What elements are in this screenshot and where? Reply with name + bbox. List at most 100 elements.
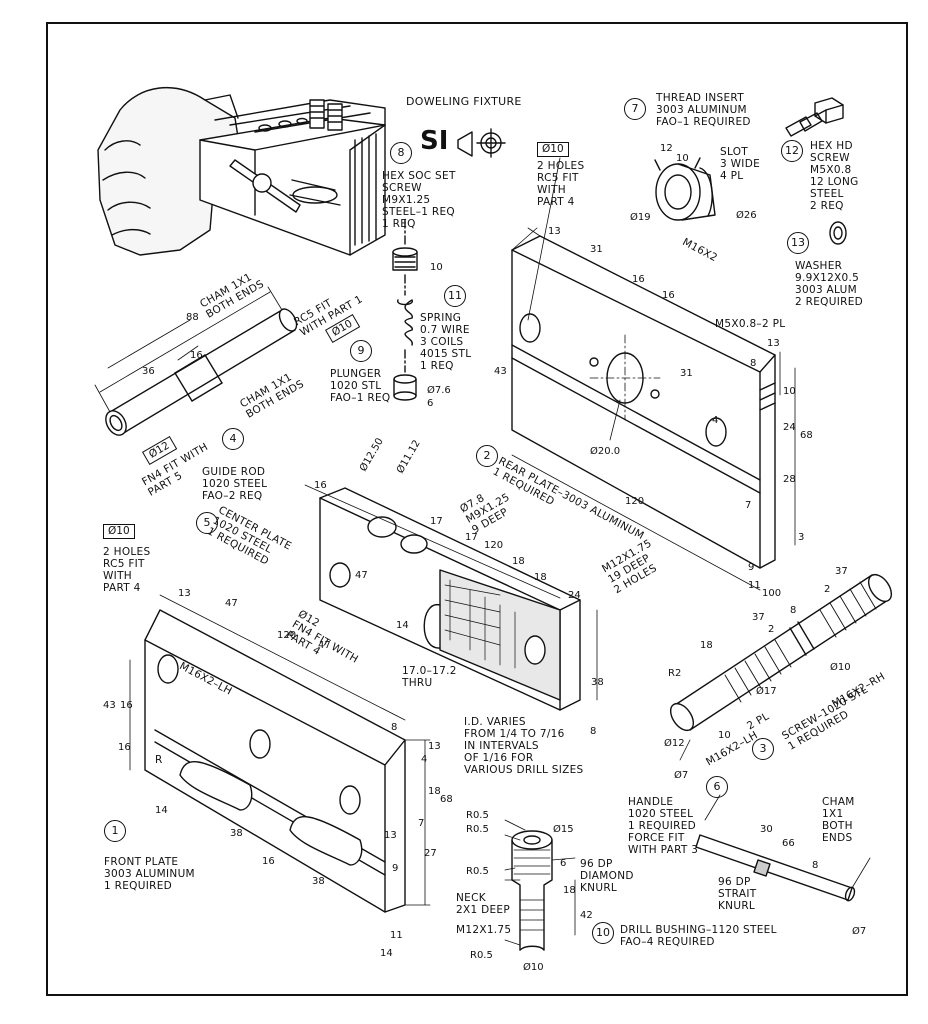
dim-38-center: 38: [591, 677, 604, 688]
dim-36: 36: [142, 366, 155, 377]
drill-bushing: [511, 830, 553, 951]
dim-38a-front: 38: [230, 828, 243, 839]
dim-d7-6: Ø7.6: [427, 385, 451, 396]
m12b-note: M12X1.75: [456, 924, 512, 936]
part-number-2: 2: [476, 445, 498, 467]
dim-47b-front: 47: [318, 640, 331, 651]
dim-31: 31: [590, 244, 603, 255]
dim-13-front: 13: [178, 588, 191, 599]
center-plate: [319, 487, 581, 711]
dim-18-screw: 18: [700, 640, 713, 651]
slot-note: SLOT 3 WIDE 4 PL: [720, 146, 761, 182]
hand-photo-illustration: [97, 87, 386, 256]
dim-13b-front: 13: [428, 741, 441, 752]
dim-r05d: R0.5: [470, 950, 493, 961]
dim-88: 88: [186, 312, 199, 323]
dim-68-front: 68: [440, 794, 453, 805]
dim-120: 120: [625, 496, 645, 507]
dim-47a-front: 47: [225, 598, 238, 609]
dim-8-handle: 8: [812, 860, 819, 871]
part-number-8: 8: [390, 142, 412, 164]
dim-16b-front: 16: [118, 742, 131, 753]
dim-2a: 2: [824, 584, 831, 595]
projection-symbol: [457, 128, 506, 158]
dim-24: 24: [783, 422, 796, 433]
front-plate: [144, 609, 406, 913]
dim-4: 4: [712, 415, 719, 426]
dim-16-rod: 16: [190, 350, 203, 361]
m5-note: M5X0.8–2 PL: [715, 318, 786, 330]
dim-18-front: 18: [428, 786, 441, 797]
dim-16-front: 16: [120, 700, 133, 711]
dim-8: 8: [750, 358, 757, 369]
part-number-6: 6: [706, 776, 728, 798]
dim-18-bushing: 18: [563, 885, 576, 896]
part-number-10: 10: [592, 922, 614, 944]
dimension-lines: [129, 157, 871, 946]
dim-7-front: 7: [418, 818, 425, 829]
diamond-knurl-note: 96 DP DIAMOND KNURL: [580, 858, 634, 894]
part-7-label: THREAD INSERT 3003 ALUMINUM FAO–1 REQUIR…: [656, 92, 751, 128]
thru-note: 17.0–17.2 THRU: [402, 665, 457, 689]
dim-100: 100: [762, 588, 782, 599]
dim-8-front: 8: [391, 722, 398, 733]
dim-13c-front: 13: [384, 830, 397, 841]
dim-8-center: 8: [590, 726, 597, 737]
dim-13b: 13: [767, 338, 780, 349]
dim-d7-screw: Ø7: [674, 770, 689, 781]
dim-27-front: 27: [424, 848, 437, 859]
dim-14b-front: 14: [380, 948, 393, 959]
dim-d20: Ø20.0: [590, 446, 621, 457]
dim-18b: 18: [534, 572, 547, 583]
dim-13a: 13: [548, 226, 561, 237]
dim-7: 7: [745, 500, 752, 511]
dim-37b: 37: [752, 612, 765, 623]
rear-plate: [511, 235, 776, 569]
part-11-label: SPRING 0.7 WIRE 3 COILS 4015 STL 1 REQ: [420, 312, 472, 372]
dim-r05c: R0.5: [466, 866, 489, 877]
dim-11: 11: [748, 580, 761, 591]
dim-11-front: 11: [390, 930, 403, 941]
part-number-1: 1: [104, 820, 126, 842]
dim-10-screw: 10: [430, 262, 443, 273]
fit-note-front: 2 HOLES RC5 FIT WITH PART 4: [103, 546, 151, 594]
dim-4-front: 4: [421, 754, 428, 765]
part-number-9: 9: [350, 340, 372, 362]
dim-10-screw-b: 10: [718, 730, 731, 741]
fit-box-rear: Ø10: [537, 142, 569, 157]
part-number-12: 12: [781, 140, 803, 162]
dim-16b: 16: [662, 290, 675, 301]
id-varies-note: I.D. VARIES FROM 1/4 TO 7/16 IN INTERVAL…: [464, 716, 584, 776]
dim-17b: 17: [465, 532, 478, 543]
part-number-11: 11: [444, 285, 466, 307]
part-number-7: 7: [624, 98, 646, 120]
cham-handle-note: CHAM 1X1 BOTH ENDS: [822, 796, 855, 844]
dim-120-center: 120: [484, 540, 504, 551]
dim-47-center: 47: [355, 570, 368, 581]
dim-d12-screw: Ø12: [664, 738, 685, 749]
dim-68: 68: [800, 430, 813, 441]
dim-d19: Ø19: [630, 212, 651, 223]
dim-r05b: R0.5: [466, 824, 489, 835]
dim-31b: 31: [680, 368, 693, 379]
dim-9-front: 9: [392, 863, 399, 874]
part-number-3: 3: [752, 738, 774, 760]
part-10-label: DRILL BUSHING–1120 STEEL FAO–4 REQUIRED: [620, 924, 777, 948]
dim-16-center: 16: [314, 480, 327, 491]
r-note-1: R: [155, 754, 163, 766]
handle-rod: [695, 834, 856, 902]
dim-9: 9: [748, 562, 755, 573]
dim-d17: Ø17: [756, 686, 777, 697]
dim-38b-front: 38: [312, 876, 325, 887]
dim-43: 43: [494, 366, 507, 377]
sheet-frame: [46, 22, 908, 996]
part-6-label: HANDLE 1020 STEEL 1 REQUIRED FORCE FIT W…: [628, 796, 699, 856]
dim-12-insert: 12: [660, 143, 673, 154]
dim-3: 3: [798, 532, 805, 543]
part-1-label: FRONT PLATE 3003 ALUMINUM 1 REQUIRED: [104, 856, 195, 892]
projection-symbol-text: SI: [420, 126, 449, 156]
part-13-label: WASHER 9.9X12X0.5 3003 ALUM 2 REQUIRED: [795, 260, 864, 308]
dim-24-center: 24: [568, 590, 581, 601]
dim-d7-handle: Ø7: [852, 926, 867, 937]
